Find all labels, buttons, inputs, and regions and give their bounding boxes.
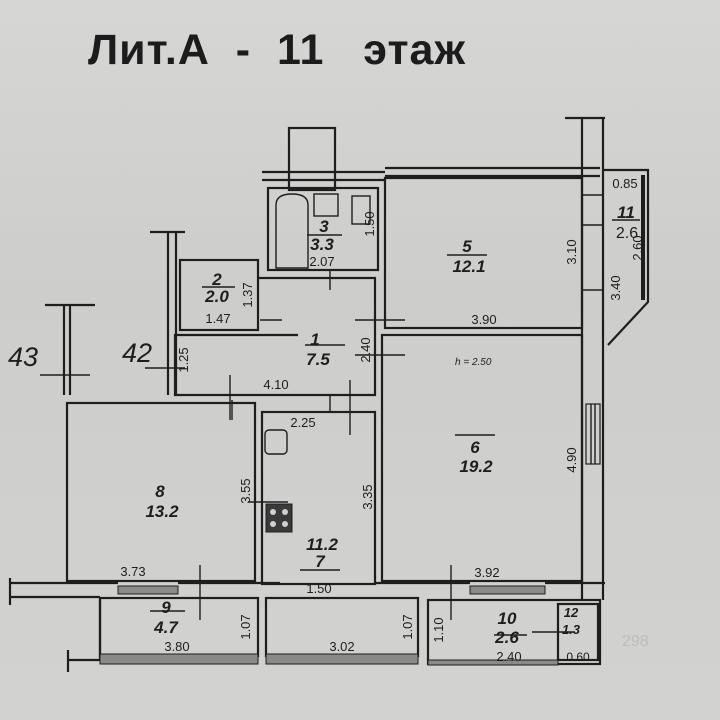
room-6-area: 19.2 xyxy=(459,457,493,476)
dim-r2-width: 1.47 xyxy=(205,311,230,326)
dim-r6-width: 3.92 xyxy=(474,565,499,580)
dim-r8-depth: 3.55 xyxy=(238,478,253,503)
room-10-marks xyxy=(450,565,575,633)
room-8-outline xyxy=(65,401,257,583)
room-5-number: 5 xyxy=(462,237,472,256)
room-10-number: 10 xyxy=(498,609,517,628)
loggia-10-glazing xyxy=(427,659,559,666)
balcony-11-outline xyxy=(603,168,650,346)
dim-r1-width: 4.10 xyxy=(263,377,288,392)
toilet-icon xyxy=(351,195,371,225)
dim-loggia-mid-depth: 1.07 xyxy=(400,614,415,639)
dim-r5-width: 3.90 xyxy=(471,312,496,327)
dim-loggia-mid-width: 3.02 xyxy=(329,639,354,654)
hall-door-marks xyxy=(260,270,405,356)
room-12-number: 12 xyxy=(564,605,579,620)
right-window xyxy=(585,403,601,465)
ceiling-height-label: h = 2.50 xyxy=(455,357,492,368)
neighbor-43-label: 43 xyxy=(8,342,38,372)
room-9-number: 9 xyxy=(161,598,171,617)
loggia-left-edge xyxy=(66,597,102,672)
room-10-area: 2.6 xyxy=(494,628,519,647)
room-8-area: 13.2 xyxy=(145,502,179,521)
dim-r8-width: 3.73 xyxy=(120,564,145,579)
room-2-number: 2 xyxy=(211,270,222,289)
dim-r6-depth: 4.90 xyxy=(564,447,579,472)
dim-r1-depth: 2.40 xyxy=(358,337,373,362)
dim-r3-width: 2.07 xyxy=(309,254,334,269)
loggia-9-glazing xyxy=(99,653,259,665)
room-7-number: 7 xyxy=(315,552,326,571)
left-bottom-wall xyxy=(8,578,118,605)
dim-r11-side: 3.40 xyxy=(608,275,623,300)
room-6-number: 6 xyxy=(470,438,480,457)
sink-icon xyxy=(313,193,339,217)
bathtub-icon xyxy=(275,193,309,269)
room-8-number: 8 xyxy=(155,482,165,501)
right-outer-wall xyxy=(565,116,605,600)
room-1-number: 1 xyxy=(310,330,319,349)
dim-r11-top: 0.85 xyxy=(612,176,637,191)
dim-r5-depth: 3.10 xyxy=(564,239,579,264)
dim-r9-width: 3.80 xyxy=(164,639,189,654)
room-2-area: 2.0 xyxy=(204,287,229,306)
dim-r3-depth: 1.50 xyxy=(362,211,377,236)
room-11-area: 2.6 xyxy=(616,225,638,242)
neighbor-markers xyxy=(40,367,185,376)
room-3-outline xyxy=(266,186,380,272)
dim-r10-depth: 1.10 xyxy=(431,617,446,642)
dim-r11-diag: 2.60 xyxy=(630,235,645,260)
dim-r1-nook: 1.25 xyxy=(176,347,191,372)
room-5-outline xyxy=(383,176,584,330)
room-fraction-bars xyxy=(150,219,640,636)
dim-r2-depth: 1.37 xyxy=(240,282,255,307)
dim-r7-width: 2.25 xyxy=(290,415,315,430)
room-12-area: 1.3 xyxy=(562,622,581,637)
room-7-door-mark xyxy=(329,380,351,435)
room-6-outline xyxy=(380,333,584,583)
dim-r7-opening: 1.50 xyxy=(306,581,331,596)
room-1-area: 7.5 xyxy=(306,350,330,369)
window-room-8 xyxy=(117,585,179,595)
room-7-outline xyxy=(260,410,377,586)
kitchen-sink-icon xyxy=(264,429,288,455)
dim-r7-depth: 3.35 xyxy=(360,484,375,509)
room-2-outline xyxy=(178,258,260,332)
room-1-outline xyxy=(173,276,377,397)
stove-icon xyxy=(265,503,293,533)
room-9-area: 4.7 xyxy=(153,618,179,637)
room-7-area: 11.2 xyxy=(306,535,338,554)
room-11-number: 11 xyxy=(617,203,635,222)
wall-43 xyxy=(45,303,95,395)
top-wall-room5 xyxy=(385,166,600,178)
loggia-middle-glazing xyxy=(265,653,419,665)
plan-title: Лит.А - 11 этаж xyxy=(88,26,466,74)
window-room-6 xyxy=(469,585,546,595)
room-3-area: 3.3 xyxy=(310,235,334,254)
room-5-area: 12.1 xyxy=(452,257,485,276)
dim-r12-width: 0.60 xyxy=(566,650,590,664)
dim-r10-width: 2.40 xyxy=(496,649,521,664)
neighbor-42-label: 42 xyxy=(122,338,152,368)
dim-r9-depth: 1.07 xyxy=(238,614,253,639)
ventilation-shaft xyxy=(287,126,337,192)
right-wall-ticks xyxy=(582,194,603,291)
room-3-number: 3 xyxy=(319,217,329,236)
room-8-door-mark xyxy=(229,375,233,420)
top-wall-bathroom xyxy=(262,170,385,182)
watermark: 298 xyxy=(622,633,649,650)
